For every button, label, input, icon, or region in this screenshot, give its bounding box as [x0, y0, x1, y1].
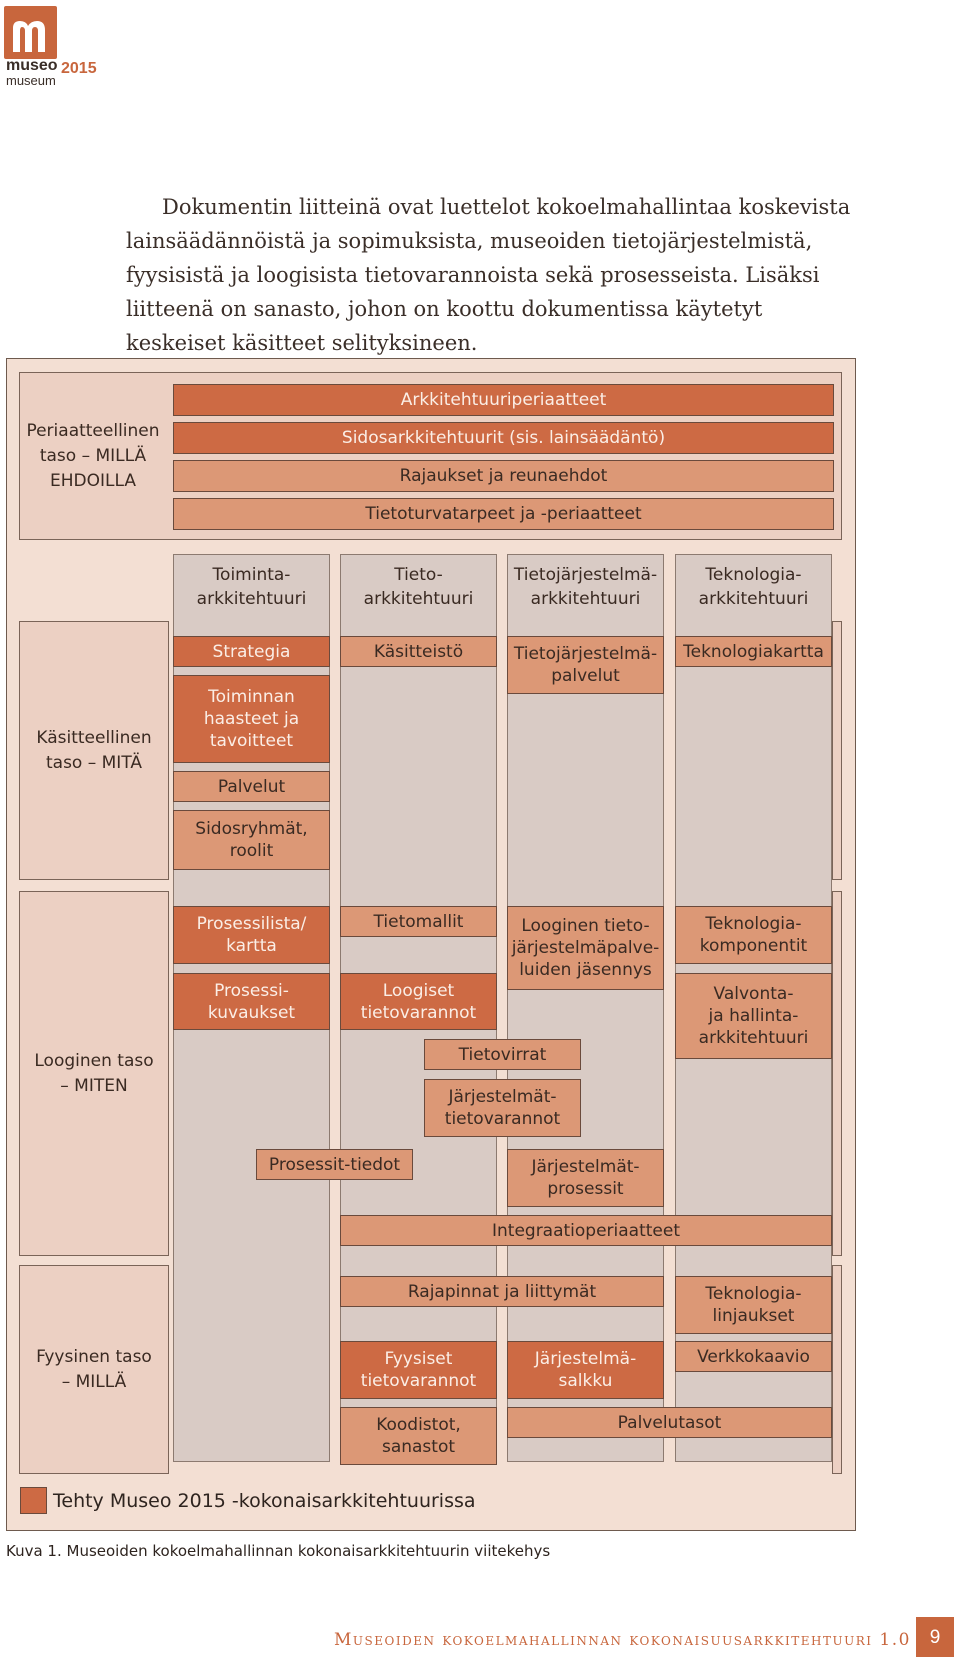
box-palvelut: Palvelut: [173, 771, 330, 802]
box-rajaukset: Rajaukset ja reunaehdot: [173, 460, 834, 492]
box-sidosryhmat: Sidosryhmät, roolit: [173, 810, 330, 870]
box-kasitteisto: Käsitteistö: [340, 636, 497, 667]
box-jarjestelmat-tietovarannot: Järjestelmät- tietovarannot: [424, 1079, 581, 1137]
logo-text-museum: museum: [6, 73, 56, 88]
museo-logo-mark: [4, 6, 57, 59]
footer-title: Museoiden kokoelmahallinnan kokonaisuusa…: [334, 1630, 911, 1650]
box-jarjestelmasalkku: Järjestelmä- salkku: [507, 1341, 664, 1399]
page-number: 9: [916, 1617, 954, 1657]
box-loogiset-tietovarannot: Loogiset tietovarannot: [340, 973, 497, 1030]
box-valvonta: Valvonta- ja hallinta- arkkitehtuuri: [675, 973, 832, 1059]
band-conceptual-right: [832, 621, 842, 880]
box-teknologialinjaukset: Teknologia- linjaukset: [675, 1276, 832, 1334]
box-tietomallit: Tietomallit: [340, 906, 497, 937]
box-toiminnan-haasteet: Toiminnan haasteet ja tavoitteet: [173, 675, 330, 763]
band-logical-right: [832, 891, 842, 1256]
box-looginen-jasennys: Looginen tieto- järjestelmäpalve- luiden…: [507, 906, 664, 990]
box-tietovirrat: Tietovirrat: [424, 1039, 581, 1070]
logo-m-glyph: [13, 21, 45, 52]
legend-swatch: [20, 1487, 47, 1514]
logo-text-year: 2015: [61, 60, 97, 77]
legend-label: Tehty Museo 2015 -kokonaisarkkitehtuuris…: [53, 1490, 476, 1512]
logo-text-museo: museo: [6, 57, 58, 74]
intro-paragraph: Dokumentin liitteinä ovat luettelot koko…: [126, 190, 866, 360]
box-teknologiakomponentit: Teknologia- komponentit: [675, 906, 832, 964]
box-strategia: Strategia: [173, 636, 330, 667]
level-label-conceptual: Käsitteellinen taso – MITÄ: [36, 727, 152, 773]
column-header-toiminta: Toiminta- arkkitehtuuri: [196, 565, 307, 609]
level-label-physical: Fyysinen taso – MILLÄ: [36, 1346, 152, 1392]
level-label-principle: Periaatteellinen taso – MILLÄ EHDOILLA: [26, 420, 160, 491]
level-label-logical: Looginen taso – MITEN: [34, 1050, 154, 1096]
box-prosessikuvaukset: Prosessi- kuvaukset: [173, 973, 330, 1030]
band-physical-level: [19, 1265, 169, 1474]
box-fyysiset-tietovarannot: Fyysiset tietovarannot: [340, 1341, 497, 1399]
column-header-tieto: Tieto- arkkitehtuuri: [363, 565, 474, 609]
intro-text: Dokumentin liitteinä ovat luettelot koko…: [126, 195, 851, 355]
box-verkkokaavio: Verkkokaavio: [675, 1341, 832, 1372]
box-rajapinnat: Rajapinnat ja liittymät: [340, 1276, 664, 1307]
band-conceptual-level: [19, 621, 169, 880]
box-prosessit-tiedot: Prosessit-tiedot: [256, 1149, 413, 1180]
column-header-teknologia: Teknologia- arkkitehtuuri: [698, 565, 809, 609]
box-koodistot: Koodistot, sanastot: [340, 1407, 497, 1465]
box-palvelutasot: Palvelutasot: [507, 1407, 832, 1438]
box-sidosarkkitehtuurit: Sidosarkkitehtuurit (sis. lainsäädäntö): [173, 422, 834, 454]
box-jarjestelmat-prosessit: Järjestelmät- prosessit: [507, 1149, 664, 1207]
box-tietojarjestelmapalvelut: Tietojärjestelmä- palvelut: [507, 636, 664, 694]
band-physical-right: [832, 1265, 842, 1474]
column-tietojarjestelma: [507, 554, 664, 1462]
band-logical-level: [19, 891, 169, 1256]
box-integraatioperiaatteet: Integraatioperiaatteet: [340, 1215, 832, 1246]
box-arkkitehtuuriperiaatteet: Arkkitehtuuriperiaatteet: [173, 384, 834, 416]
column-header-tietojarjestelma: Tietojärjestelmä- arkkitehtuuri: [513, 565, 658, 609]
box-prosessilista: Prosessilista/ kartta: [173, 906, 330, 964]
box-tietoturvatarpeet: Tietoturvatarpeet ja -periaatteet: [173, 498, 834, 530]
box-teknologiakartta: Teknologiakartta: [675, 636, 832, 667]
figure-caption: Kuva 1. Museoiden kokoelmahallinnan koko…: [6, 1542, 551, 1560]
